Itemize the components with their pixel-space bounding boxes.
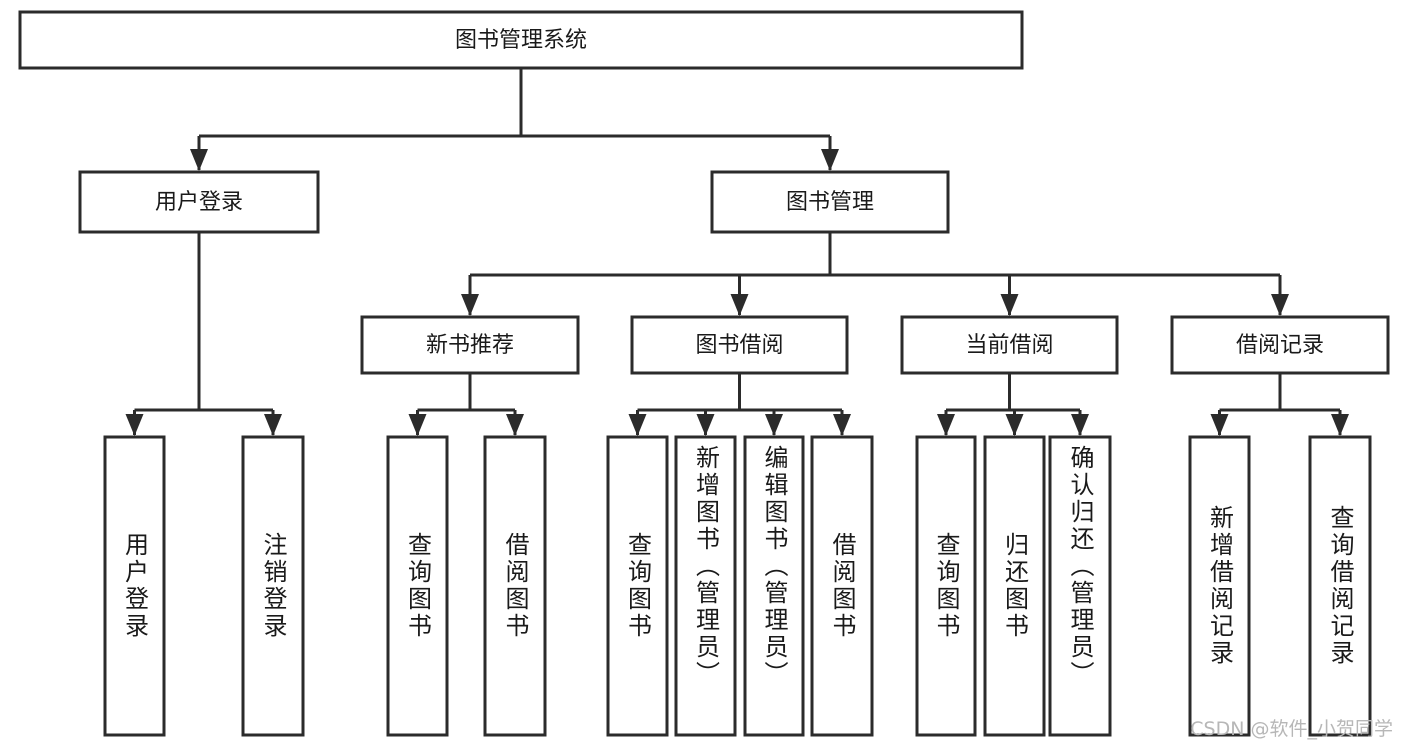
arrow-head-icon [833,414,851,436]
arrow-head-icon [1005,414,1024,436]
arrow-head-icon [1210,414,1229,436]
level3-node-box-3[interactable] [1170,315,1390,375]
root-node-box[interactable] [18,10,1024,70]
arrow-head-icon [821,149,839,171]
leaf-node-box-4[interactable] [606,435,669,737]
level2-node-label-0: 用户登录 [155,190,243,215]
arrow-head-icon [264,414,282,436]
leaf-node-box-8[interactable] [915,435,977,737]
arrow-head-icon [1271,294,1289,316]
arrow-head-icon [1331,414,1349,436]
arrow-head-icon [765,414,783,436]
arrow-head-icon [1071,414,1089,436]
arrow-head-icon [1000,294,1019,316]
level3-node-box-2[interactable] [900,315,1119,375]
level3-node-box-1[interactable] [630,315,849,375]
arrow-head-icon [125,414,144,436]
arrow-head-icon [628,414,647,436]
level2-node-box-0[interactable] [78,170,320,234]
leaf-node-box-3[interactable] [483,435,547,737]
arrow-head-icon [408,414,427,436]
level3-node-label-0: 新书推荐 [426,333,514,358]
arrow-head-icon [730,294,749,316]
node-boxes [18,10,1390,737]
level3-node-label-2: 当前借阅 [965,333,1053,358]
leaf-node-box-11[interactable] [1188,435,1251,737]
level3-node-label-1: 图书借阅 [695,333,783,358]
leaf-node-box-2[interactable] [386,435,449,737]
leaf-node-box-12[interactable] [1308,435,1372,737]
leaf-node-box-0[interactable] [103,435,166,737]
leaf-node-box-9[interactable] [983,435,1046,737]
arrow-head-icon [696,414,715,436]
arrow-head-icon [461,294,479,316]
leaf-node-box-10[interactable] [1048,435,1112,737]
level2-node-label-1: 图书管理 [786,190,874,215]
leaf-node-box-5[interactable] [674,435,737,737]
arrow-head-icon [506,414,524,436]
leaf-node-box-6[interactable] [743,435,805,737]
level3-node-box-0[interactable] [360,315,580,375]
root-node-label: 图书管理系统 [455,28,587,53]
leaf-node-box-7[interactable] [810,435,874,737]
arrow-head-icon [937,414,955,436]
level2-node-box-1[interactable] [710,170,950,234]
leaf-node-box-1[interactable] [241,435,305,737]
arrow-head-icon [190,149,208,171]
connector-lines [125,68,1349,436]
level3-node-label-3: 借阅记录 [1236,333,1324,358]
